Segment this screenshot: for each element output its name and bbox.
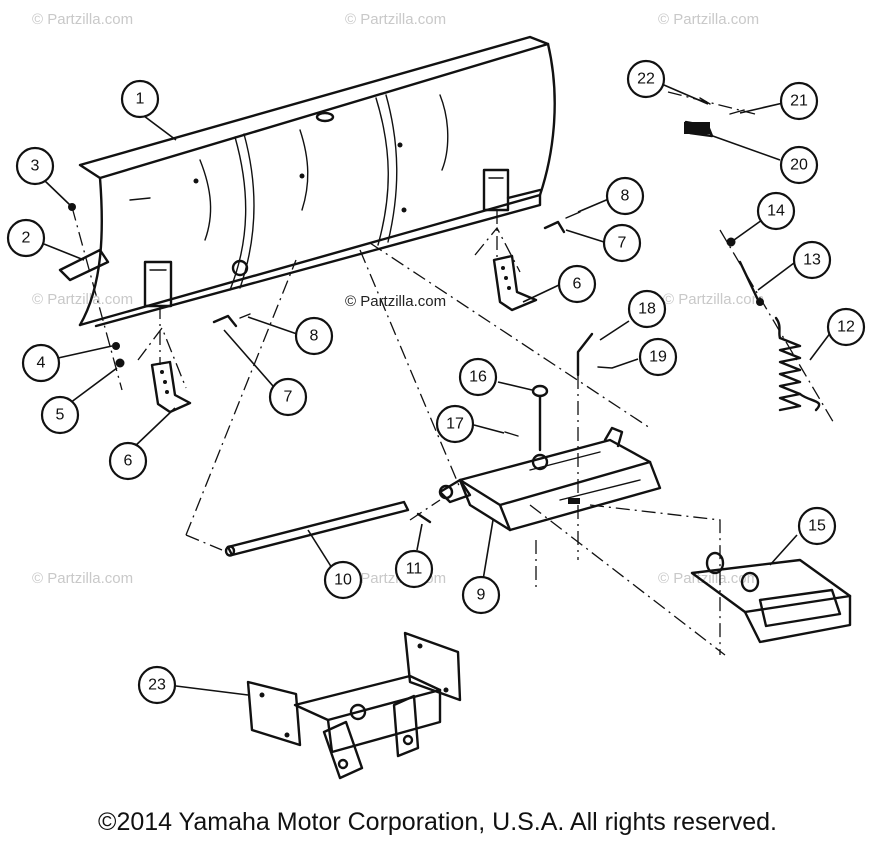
callout-17: 17 [435, 404, 475, 444]
callout-label: 19 [649, 349, 667, 366]
callout-label: 4 [37, 355, 46, 372]
callout-label: 16 [469, 369, 487, 386]
callout-label: 6 [573, 276, 582, 293]
callout-label: 14 [767, 203, 785, 220]
callout-label: 9 [477, 587, 486, 604]
callout-13: 13 [792, 240, 832, 280]
callout-16: 16 [458, 357, 498, 397]
clip-group-top-right [684, 97, 745, 138]
watermarks: © Partzilla.com © Partzilla.com © Partzi… [32, 11, 764, 587]
copyright-notice: ©2014 Yamaha Motor Corporation, U.S.A. A… [98, 808, 777, 836]
callout-label: 12 [837, 319, 855, 336]
callout-label: 5 [56, 407, 65, 424]
watermark: © Partzilla.com [345, 11, 446, 28]
callout-label: 22 [637, 71, 655, 88]
callout-1: 1 [120, 79, 160, 119]
callout-8-right: 8 [605, 176, 645, 216]
center-watermark: © Partzilla.com [345, 293, 446, 310]
callout-label: 21 [790, 93, 808, 110]
receiver [690, 551, 852, 644]
callout-label: 7 [284, 389, 293, 406]
callout-22: 22 [626, 59, 666, 99]
watermark: © Partzilla.com [32, 11, 133, 28]
callout-15: 15 [797, 506, 837, 546]
callout-8-left: 8 [294, 316, 334, 356]
callout-label: 18 [638, 301, 656, 318]
callout-7-right: 7 [602, 223, 642, 263]
callout-9: 9 [461, 575, 501, 615]
callout-18: 18 [627, 289, 667, 329]
callout-19: 19 [638, 337, 678, 377]
callout-12: 12 [826, 307, 866, 347]
bracket-left [150, 360, 192, 414]
callout-label: 8 [310, 328, 319, 345]
callout-label: 6 [124, 453, 133, 470]
callout-7-left: 7 [268, 377, 308, 417]
callout-14: 14 [756, 191, 796, 231]
callout-10: 10 [323, 560, 363, 600]
callout-label: 8 [621, 188, 630, 205]
rod [224, 500, 410, 557]
mount-frame [438, 426, 662, 532]
bolt [531, 384, 549, 452]
callout-label: 23 [148, 677, 166, 694]
callout-label: 15 [808, 518, 826, 535]
callout-label: 7 [618, 235, 627, 252]
callout-2: 2 [6, 218, 46, 258]
spring [774, 316, 821, 412]
callout-6-right: 6 [557, 264, 597, 304]
watermark: © Partzilla.com [32, 570, 133, 587]
hitch-bracket [246, 631, 462, 780]
callout-4: 4 [21, 343, 61, 383]
callout-23: 23 [137, 665, 177, 705]
bracket-right [492, 254, 538, 312]
pins-and-clips [212, 211, 581, 328]
callout-label: 13 [803, 252, 821, 269]
callout-21: 21 [779, 81, 819, 121]
leader-lines [43, 81, 832, 696]
callout-20: 20 [779, 145, 819, 185]
callout-5: 5 [40, 395, 80, 435]
callout-11: 11 [394, 549, 434, 589]
callout-label: 20 [790, 157, 808, 174]
callout-3: 3 [15, 146, 55, 186]
watermark: © Partzilla.com [658, 11, 759, 28]
watermark: © Partzilla.com [663, 291, 764, 308]
plow-blade [58, 35, 556, 328]
watermark: © Partzilla.com [658, 570, 759, 587]
callout-label: 2 [22, 230, 31, 247]
watermark: © Partzilla.com [32, 291, 133, 308]
callout-label: 11 [406, 561, 423, 578]
alignment-lines [71, 91, 836, 656]
callout-label: 10 [334, 572, 352, 589]
callout-label: 3 [31, 158, 40, 175]
callout-label: 17 [446, 416, 464, 433]
callout-6-left: 6 [108, 441, 148, 481]
callout-label: 1 [136, 91, 145, 108]
